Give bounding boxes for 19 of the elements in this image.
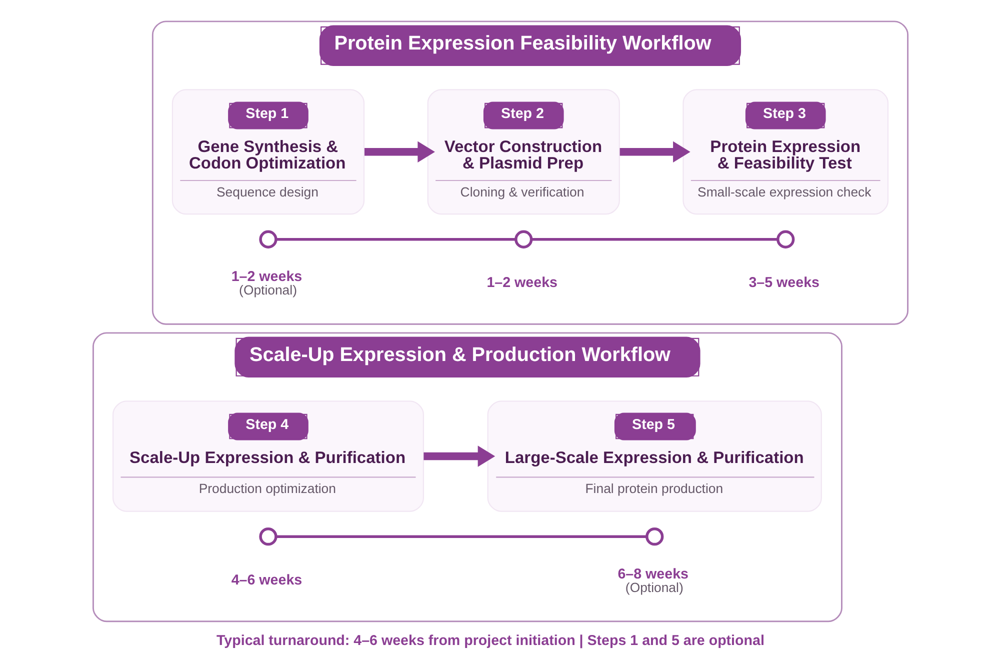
node-circle <box>514 230 532 248</box>
arrow <box>364 141 434 162</box>
node-circle <box>258 528 277 546</box>
node-circle <box>645 528 664 546</box>
arrow <box>423 446 495 467</box>
arrow <box>619 141 690 162</box>
node-label: 1–2 weeks <box>486 275 558 292</box>
node-label: 1–2 weeks <box>230 269 302 286</box>
connector <box>531 238 778 241</box>
node-label: 3–5 weeks <box>748 275 819 292</box>
caption: Typical turnaround: 4–6 weeks from project initiation | Steps 1 and 5 are optional <box>216 632 764 649</box>
node-circle <box>776 230 794 248</box>
node-label: (Optional) <box>238 282 296 298</box>
node-label: (Optional) <box>624 580 683 595</box>
node-label: 6–8 weeks <box>617 566 688 582</box>
node-label: 4–6 weeks <box>230 572 302 588</box>
connector <box>276 238 516 241</box>
node-circle <box>258 230 277 248</box>
connector <box>276 535 646 538</box>
